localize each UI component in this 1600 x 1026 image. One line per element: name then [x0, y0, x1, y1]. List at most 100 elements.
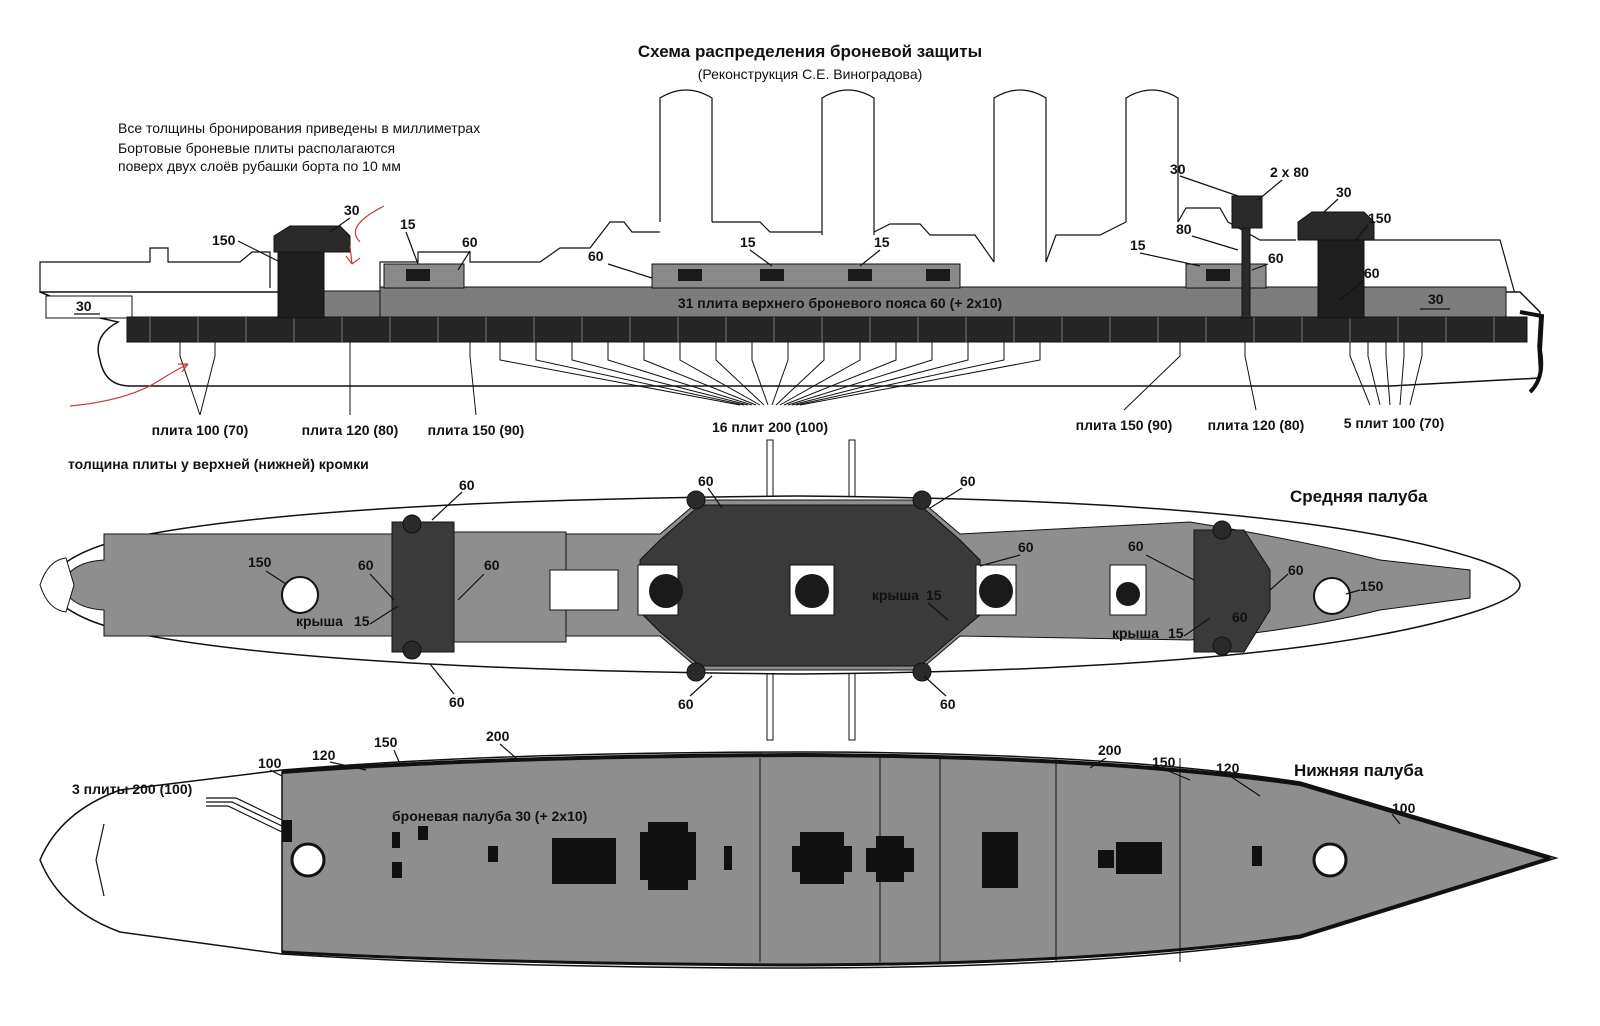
- gun-barrel: [848, 669, 856, 741]
- upper-belt-label: 31 плита верхнего броневого пояса 60 (+ …: [678, 295, 1002, 311]
- center-casemate-port-2: [760, 269, 784, 281]
- aft-upper-belt: [323, 290, 381, 318]
- plate-leader: [535, 342, 745, 406]
- funnel-2: [821, 89, 875, 235]
- label-aft-tower-top: 30: [344, 202, 360, 218]
- lower-deck-plan: Нижняя палуба броневая палуба 30: [39, 728, 1559, 969]
- ld-aft-barbette: [290, 842, 326, 878]
- plate-leader-lines: [179, 342, 1423, 416]
- plate-leader: [1244, 342, 1257, 411]
- sponson: [686, 490, 706, 510]
- ld-hatch-14: [982, 832, 1018, 888]
- md-label-aft-roof-val: 15: [354, 613, 370, 629]
- ld-label-f100: 100: [1392, 800, 1416, 816]
- ld-label-a100: 100: [258, 755, 282, 771]
- label-stern-deck: 30: [76, 298, 92, 314]
- md-label-c-bl: 60: [678, 696, 694, 712]
- md-label-c-roof: крыша: [872, 587, 919, 603]
- md-aft-hatch: [549, 569, 619, 611]
- aft-turret: [273, 225, 351, 253]
- md-label-fwd-c: 60: [1232, 609, 1248, 625]
- label-center-roof-a: 15: [740, 234, 756, 250]
- gun-barrel: [766, 669, 774, 741]
- plate-label-2: плита 120 (80): [302, 422, 399, 438]
- sponson: [912, 490, 932, 510]
- md-aft-inner: [453, 531, 567, 643]
- label-fwd-tube: 80: [1176, 221, 1192, 237]
- plate-leader: [607, 342, 753, 406]
- label-center-roof-b: 15: [874, 234, 890, 250]
- md-turret-4: [1116, 582, 1140, 606]
- md-turret-2: [795, 574, 829, 608]
- ld-label-f200: 200: [1098, 742, 1122, 758]
- label-aft-casemate-side: 60: [462, 234, 478, 250]
- md-label-fwd-roof: крыша: [1112, 625, 1159, 641]
- plate-label-6: плита 120 (80): [1208, 417, 1305, 433]
- ld-hatch-6: [552, 838, 616, 884]
- plate-label-5: плита 150 (90): [1076, 417, 1173, 433]
- ld-hatch-5: [488, 846, 498, 862]
- sponson: [686, 662, 706, 682]
- md-turret-1: [649, 574, 683, 608]
- md-aft-casemate: [391, 521, 455, 653]
- md-label-aft-bottom: 60: [449, 694, 465, 710]
- plate-leader: [179, 342, 201, 416]
- aft-casemate-port: [406, 269, 430, 281]
- ld-hatch-4: [392, 862, 402, 878]
- stern-shelter: [45, 295, 133, 319]
- funnel-4: [1125, 89, 1179, 222]
- funnel-3: [993, 89, 1047, 262]
- note-plates-2: поверх двух слоёв рубашки борта по 10 мм: [118, 158, 401, 174]
- plate-leader: [1349, 342, 1371, 406]
- md-aft-barbette: [281, 576, 319, 614]
- plate-leader: [1123, 342, 1181, 411]
- ld-hatch-8: [640, 832, 696, 880]
- label-fwd-tower-top: 30: [1336, 184, 1352, 200]
- fwd-casemate: [1185, 263, 1267, 289]
- aft-barbette: [277, 251, 325, 319]
- plate-leader: [775, 342, 825, 406]
- plate-leader: [779, 342, 861, 406]
- label-aft-barbette: 150: [212, 232, 236, 248]
- middle-deck-title: Средняя палуба: [1290, 487, 1428, 506]
- plate-leader: [499, 342, 741, 406]
- ld-label-a120: 120: [312, 747, 336, 763]
- lower-deck-armor: [281, 754, 1553, 966]
- center-casemate: [651, 263, 961, 289]
- fwd-turret: [1297, 211, 1375, 241]
- center-casemate-port-3: [848, 269, 872, 281]
- md-label-aft-roof: крыша: [296, 613, 343, 629]
- bow-stem: [1519, 310, 1545, 394]
- plate-leader: [1399, 342, 1405, 406]
- md-label-fwd-b: 60: [1288, 562, 1304, 578]
- plate-leader: [643, 342, 757, 406]
- ld-hatch-15: [1116, 842, 1162, 874]
- label-fwd-barbette: 150: [1368, 210, 1392, 226]
- funnel-1: [659, 89, 713, 222]
- sponson: [1212, 520, 1232, 540]
- ld-hatch-1: [282, 820, 292, 842]
- diagram-subtitle: (Реконструкция С.Е. Виноградова): [698, 66, 923, 82]
- red-annotation-arrow-1: [354, 205, 385, 243]
- middle-deck-sponsons: [402, 490, 1232, 682]
- label-fwd-casemate-roof: 15: [1130, 237, 1146, 253]
- md-label-fwd-a: 60: [1128, 538, 1144, 554]
- md-fwd-casemate: [1193, 529, 1271, 653]
- middle-deck-plan: Средняя палуба 150 60: [39, 439, 1521, 741]
- lower-deck-edge-top: [281, 752, 1551, 860]
- md-label-c-br: 60: [940, 696, 956, 712]
- plate-label-3: плита 150 (90): [428, 422, 525, 438]
- plate-leader: [787, 342, 933, 406]
- plate-label-1: плита 100 (70): [152, 422, 249, 438]
- md-label-aft-b: 60: [484, 557, 500, 573]
- superstructure-outline: [39, 207, 1521, 313]
- middle-deck-stern-tip: [39, 557, 75, 613]
- label-bow-deck: 30: [1428, 291, 1444, 307]
- gun-barrel: [848, 439, 856, 501]
- red-annotation-arrow-2: [345, 245, 361, 265]
- md-label-c-tl: 60: [698, 473, 714, 489]
- sponson: [912, 662, 932, 682]
- diagram-title: Схема распределения броневой защиты: [638, 42, 982, 61]
- md-label-aft-a: 60: [358, 557, 374, 573]
